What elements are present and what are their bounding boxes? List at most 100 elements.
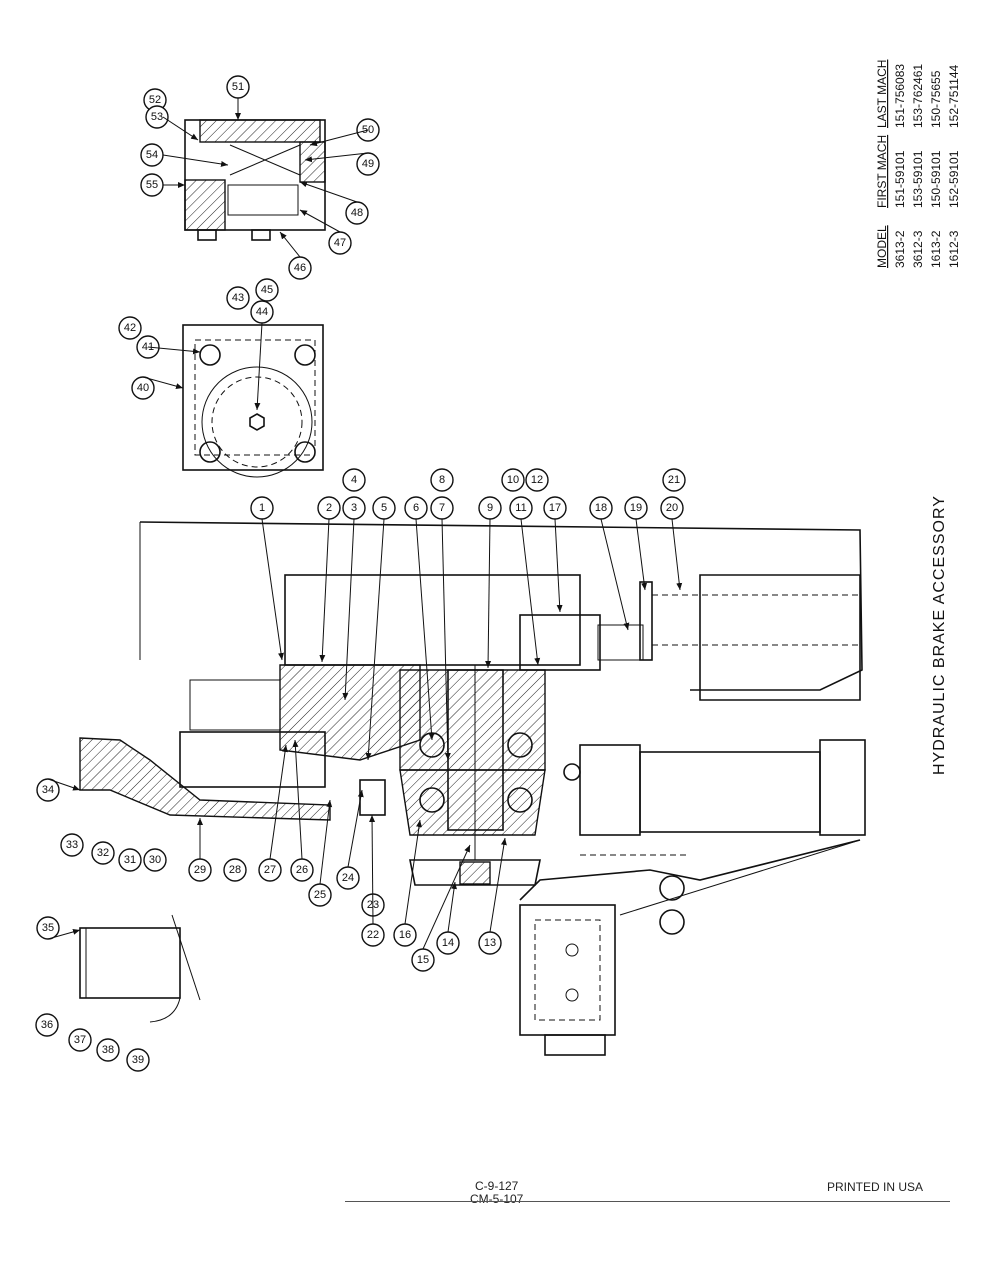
callout-43: 43 — [226, 286, 250, 310]
callout-9: 9 — [478, 496, 502, 520]
svg-text:20: 20 — [666, 502, 678, 514]
svg-text:53: 53 — [151, 111, 163, 123]
svg-text:16: 16 — [399, 929, 411, 941]
row-2-last: 153-762461 — [911, 64, 925, 128]
leader-lines — [47, 98, 683, 950]
svg-text:9: 9 — [487, 502, 493, 514]
svg-text:48: 48 — [351, 207, 363, 219]
svg-text:44: 44 — [256, 306, 268, 318]
callout-46: 46 — [288, 256, 312, 280]
svg-text:28: 28 — [229, 864, 241, 876]
svg-text:45: 45 — [261, 284, 273, 296]
callout-36: 36 — [35, 1013, 59, 1037]
callout-39: 39 — [126, 1048, 150, 1072]
callout-51: 51 — [226, 75, 250, 99]
svg-text:22: 22 — [367, 929, 379, 941]
callout-45: 45 — [255, 278, 279, 302]
callout-35: 35 — [36, 916, 60, 940]
callout-15: 15 — [411, 948, 435, 972]
callout-1: 1 — [250, 496, 274, 520]
callout-20: 20 — [660, 496, 684, 520]
svg-text:29: 29 — [194, 864, 206, 876]
printed-in-usa: PRINTED IN USA — [827, 1180, 924, 1194]
callout-12: 12 — [525, 468, 549, 492]
row-4-model: 1612-3 — [947, 230, 961, 268]
svg-text:47: 47 — [334, 237, 346, 249]
callout-8: 8 — [430, 468, 454, 492]
document-codes: C-9-127 CM-5-107 — [470, 1180, 523, 1206]
callout-32: 32 — [91, 841, 115, 865]
callout-3: 3 — [342, 496, 366, 520]
svg-text:13: 13 — [484, 937, 496, 949]
svg-text:34: 34 — [42, 784, 54, 796]
svg-text:12: 12 — [531, 474, 543, 486]
callout-6: 6 — [404, 496, 428, 520]
diagram-title: HYDRAULIC BRAKE ACCESSORY — [931, 495, 948, 775]
callout-48: 48 — [345, 201, 369, 225]
svg-text:4: 4 — [351, 474, 357, 486]
svg-text:55: 55 — [146, 179, 158, 191]
svg-text:51: 51 — [232, 81, 244, 93]
row-3-first: 150-59101 — [929, 150, 943, 208]
callout-17: 17 — [543, 496, 567, 520]
callout-54: 54 — [140, 143, 164, 167]
doc-code-1: C-9-127 — [475, 1179, 519, 1193]
callout-14: 14 — [436, 931, 460, 955]
svg-text:39: 39 — [132, 1054, 144, 1066]
callout-38: 38 — [96, 1038, 120, 1062]
row-3-model: 1613-2 — [929, 230, 943, 268]
svg-text:42: 42 — [124, 322, 136, 334]
callout-30: 30 — [143, 848, 167, 872]
svg-text:54: 54 — [146, 149, 158, 161]
row-4-first: 152-59101 — [947, 150, 961, 208]
svg-text:27: 27 — [264, 864, 276, 876]
svg-text:19: 19 — [630, 502, 642, 514]
callout-49: 49 — [356, 152, 380, 176]
svg-text:35: 35 — [42, 922, 54, 934]
rail-view — [79, 914, 201, 1023]
svg-text:10: 10 — [507, 474, 519, 486]
model-serial-table: MODEL FIRST MACH LAST MACH 3613-2 151-59… — [875, 60, 961, 268]
callout-37: 37 — [68, 1028, 92, 1052]
doc-code-2: CM-5-107 — [470, 1192, 524, 1206]
svg-text:40: 40 — [137, 382, 149, 394]
row-1-first: 151-59101 — [893, 150, 907, 208]
callout-44: 44 — [250, 300, 274, 324]
title-text: HYDRAULIC BRAKE ACCESSORY — [931, 495, 948, 775]
callout-19: 19 — [624, 496, 648, 520]
row-4-last: 152-751144 — [947, 65, 961, 128]
row-1-last: 151-756083 — [893, 64, 907, 128]
svg-text:43: 43 — [232, 292, 244, 304]
svg-text:36: 36 — [41, 1019, 53, 1031]
svg-text:32: 32 — [97, 847, 109, 859]
svg-text:18: 18 — [595, 502, 607, 514]
callout-4: 4 — [342, 468, 366, 492]
header-first-mach: FIRST MACH — [875, 135, 889, 208]
svg-text:14: 14 — [442, 937, 454, 949]
brake-cylinder-section — [184, 119, 326, 241]
callout-16: 16 — [393, 923, 417, 947]
svg-text:15: 15 — [417, 954, 429, 966]
svg-text:8: 8 — [439, 474, 445, 486]
callout-22: 22 — [361, 923, 385, 947]
callout-7: 7 — [430, 496, 454, 520]
svg-text:17: 17 — [549, 502, 561, 514]
svg-text:46: 46 — [294, 262, 306, 274]
callout-29: 29 — [188, 858, 212, 882]
svg-text:37: 37 — [74, 1034, 86, 1046]
svg-text:6: 6 — [413, 502, 419, 514]
svg-text:7: 7 — [439, 502, 445, 514]
svg-text:2: 2 — [326, 502, 332, 514]
svg-text:21: 21 — [668, 474, 680, 486]
callout-47: 47 — [328, 231, 352, 255]
svg-text:31: 31 — [124, 854, 136, 866]
row-3-last: 150-75655 — [929, 70, 943, 128]
row-1-model: 3613-2 — [893, 230, 907, 268]
svg-text:49: 49 — [362, 158, 374, 170]
callout-13: 13 — [478, 931, 502, 955]
callout-25: 25 — [308, 883, 332, 907]
callout-26: 26 — [290, 858, 314, 882]
svg-text:1: 1 — [259, 502, 265, 514]
callout-11: 11 — [509, 496, 533, 520]
